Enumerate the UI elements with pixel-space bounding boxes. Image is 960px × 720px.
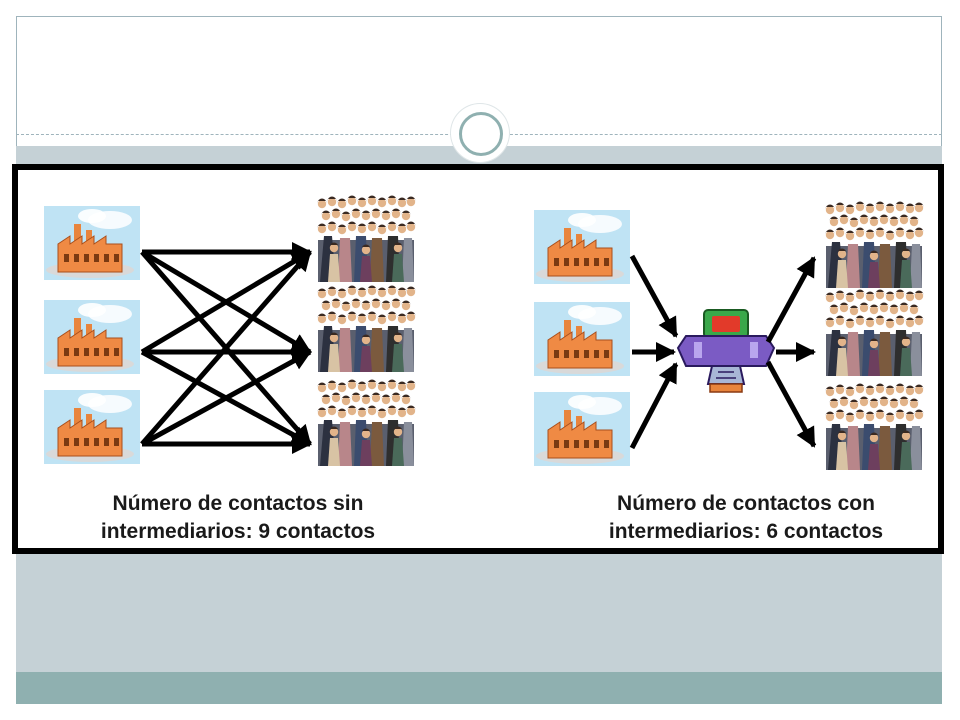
direct-connections <box>140 242 312 454</box>
connection-arrow <box>140 250 312 446</box>
factory-icon <box>43 389 141 465</box>
connection-arrow <box>629 254 679 338</box>
crowd-icon <box>822 290 926 377</box>
consumers-left <box>314 196 418 467</box>
connection-arrow <box>140 249 312 355</box>
crowd-icon <box>314 380 418 467</box>
factory-icon <box>533 301 631 377</box>
caption-line: Número de contactos sin <box>112 492 364 515</box>
decorative-circle <box>451 104 509 162</box>
caption-line: Número de contactos con <box>617 492 875 515</box>
factory-icon <box>533 209 631 285</box>
connection-arrow <box>765 256 817 344</box>
producers-right <box>533 209 631 467</box>
intermediary-icon <box>676 309 776 393</box>
crowd-icon <box>822 384 926 471</box>
footer-strip <box>16 672 942 704</box>
caption-line: intermediarios: 9 contactos <box>100 520 376 543</box>
factory-icon <box>43 205 141 281</box>
distribution-diagram <box>43 170 938 548</box>
decorative-ring <box>459 112 503 156</box>
caption-without-intermediaries: Número de contactos sin intermediarios: … <box>58 490 418 546</box>
crowd-icon <box>314 286 418 373</box>
factory-icon <box>533 391 631 467</box>
caption-line: intermediarios: 6 contactos <box>608 520 884 543</box>
consumers-right <box>822 202 926 471</box>
crowd-icon <box>314 196 418 283</box>
intermediary-connections <box>629 254 817 450</box>
connection-arrow <box>629 362 679 450</box>
crowd-icon <box>822 202 926 289</box>
caption-with-intermediaries: Número de contactos con intermediarios: … <box>566 490 926 546</box>
connection-arrow <box>765 360 817 448</box>
factory-icon <box>43 299 141 375</box>
diagram-frame: Número de contactos sin intermediarios: … <box>12 164 944 554</box>
connection-arrow <box>140 349 312 447</box>
producers-left <box>43 205 141 465</box>
